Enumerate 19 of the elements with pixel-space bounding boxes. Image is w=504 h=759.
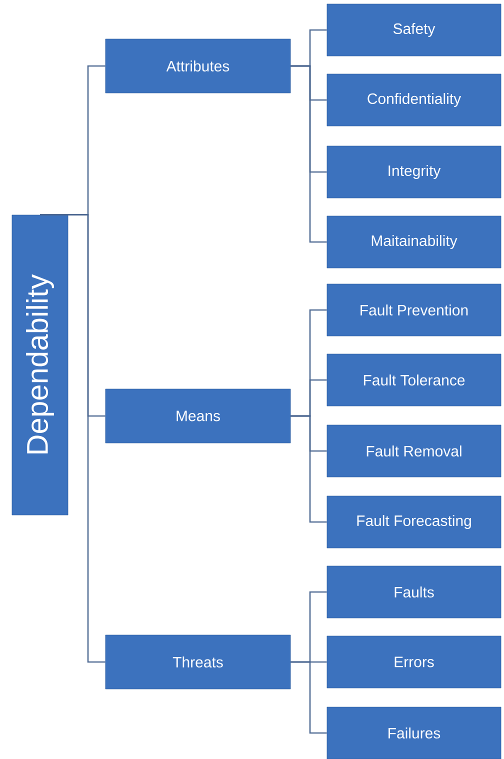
item-box: Integrity: [326, 146, 502, 198]
item-box: Failures: [326, 706, 502, 759]
item-box: Faults: [326, 566, 502, 618]
connector-line: [290, 661, 327, 734]
item-box: Maitainability: [326, 216, 502, 268]
item-box: Fault Removal: [326, 424, 502, 478]
item-box: Errors: [326, 636, 502, 688]
item-box: Fault Tolerance: [326, 354, 502, 406]
connector-line: [40, 214, 106, 663]
root-box: Dependability: [12, 214, 68, 516]
item-box: Fault Prevention: [326, 284, 502, 336]
category-box: Threats: [105, 634, 291, 690]
connector-line: [290, 65, 327, 243]
item-box: Fault Forecasting: [326, 496, 502, 548]
category-box: Attributes: [105, 38, 291, 94]
connector-line: [290, 415, 327, 523]
item-box: Confidentiality: [326, 74, 502, 126]
category-box: Means: [105, 388, 291, 444]
item-box: Safety: [326, 4, 502, 56]
